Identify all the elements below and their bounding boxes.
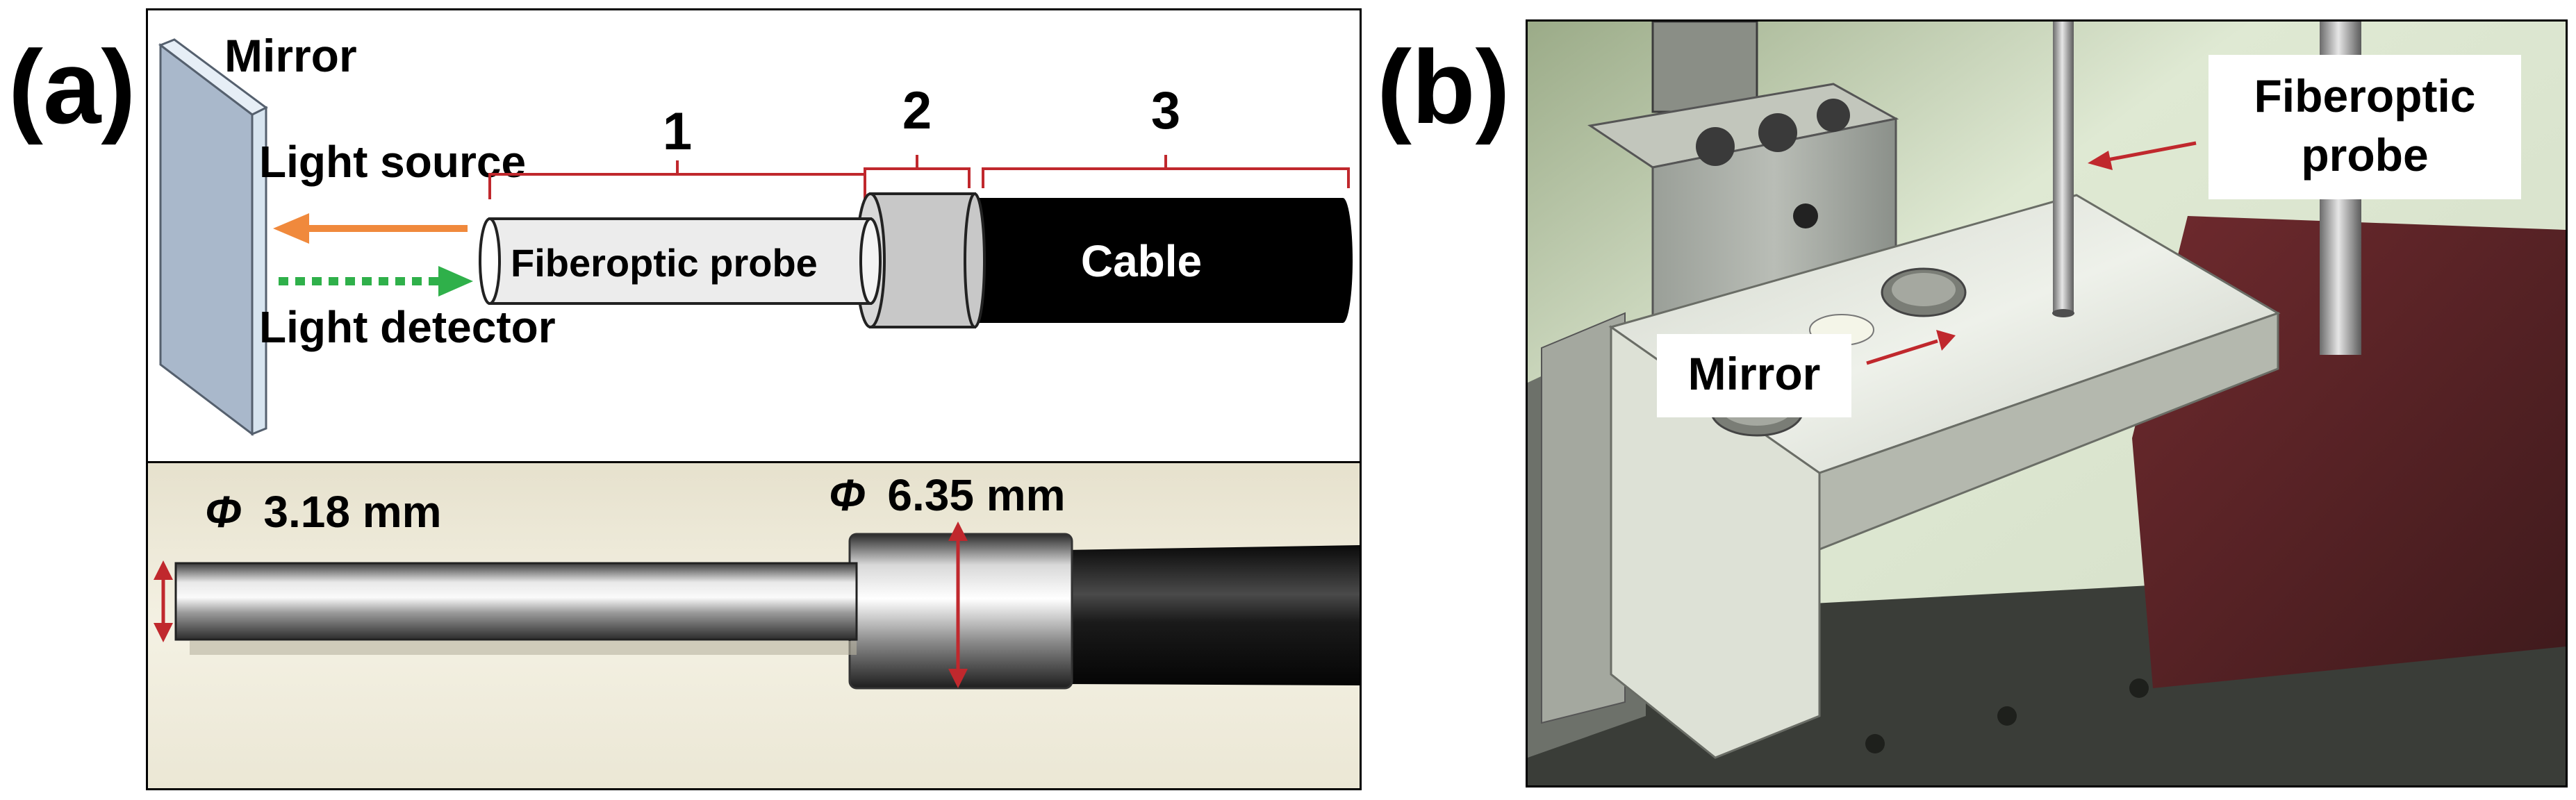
schematic-diagram: Mirror Light source Light detector 1 2 3 (158, 30, 1353, 437)
photo-probe-tube (174, 562, 858, 641)
diameter-small-value: 3.18 mm (263, 487, 441, 537)
mirror-callout-box (1657, 334, 1851, 417)
probe-callout-arrow (2088, 141, 2197, 170)
small-diameter-arrow (154, 560, 173, 642)
large-diameter-arrow (948, 522, 968, 688)
light-detector-arrow (279, 266, 473, 297)
phi-symbol-small: Φ (205, 487, 242, 537)
light-source-arrow (273, 213, 468, 244)
phi-symbol-large: Φ (829, 470, 866, 520)
probe-callout-line2: probe (2301, 129, 2428, 181)
mirror-slab (158, 38, 268, 437)
probe-callout-line1: Fiberoptic (2254, 70, 2475, 122)
probe-callout-box (2208, 55, 2521, 199)
mirror-callout-arrow (1866, 330, 1956, 365)
panel-a-schematic: Mirror Light source Light detector 1 2 3 (146, 8, 1362, 465)
mirror-label: Mirror (224, 30, 357, 81)
micrometer (1651, 22, 1758, 113)
cable-label: Cable (1081, 236, 1202, 286)
setup-photo: Fiberoptic probe Mirror (1528, 22, 2566, 785)
section-brackets (488, 155, 1350, 199)
photo-ferrule (848, 533, 1073, 690)
section-number-3: 3 (1151, 81, 1180, 140)
probe-label: Fiberoptic probe (511, 241, 818, 285)
mirror-callout-label: Mirror (1688, 348, 1821, 399)
panel-a-photo: Φ 3.18 mm Φ 6.35 mm (146, 461, 1362, 790)
light-source-label: Light source (259, 137, 526, 187)
cable-body (968, 198, 1353, 323)
panel-b-letter: (b) (1377, 28, 1510, 145)
section-number-2: 2 (902, 81, 932, 140)
diameter-small-label: Φ 3.18 mm (205, 487, 442, 537)
photo-cable (1065, 545, 1360, 685)
light-detector-label: Light detector (259, 302, 556, 352)
diameter-large-value: 6.35 mm (887, 470, 1065, 520)
panel-a-letter: (a) (8, 28, 136, 145)
diameter-large-label: Φ 6.35 mm (829, 470, 1066, 520)
section-number-1: 1 (663, 102, 692, 161)
probe-rod (2052, 22, 2074, 317)
ferrule (855, 192, 986, 328)
probe-photo: Φ 3.18 mm Φ 6.35 mm (148, 463, 1360, 788)
fiberoptic-probe (479, 217, 882, 305)
panel-b-photo: Fiberoptic probe Mirror (1526, 19, 2568, 788)
